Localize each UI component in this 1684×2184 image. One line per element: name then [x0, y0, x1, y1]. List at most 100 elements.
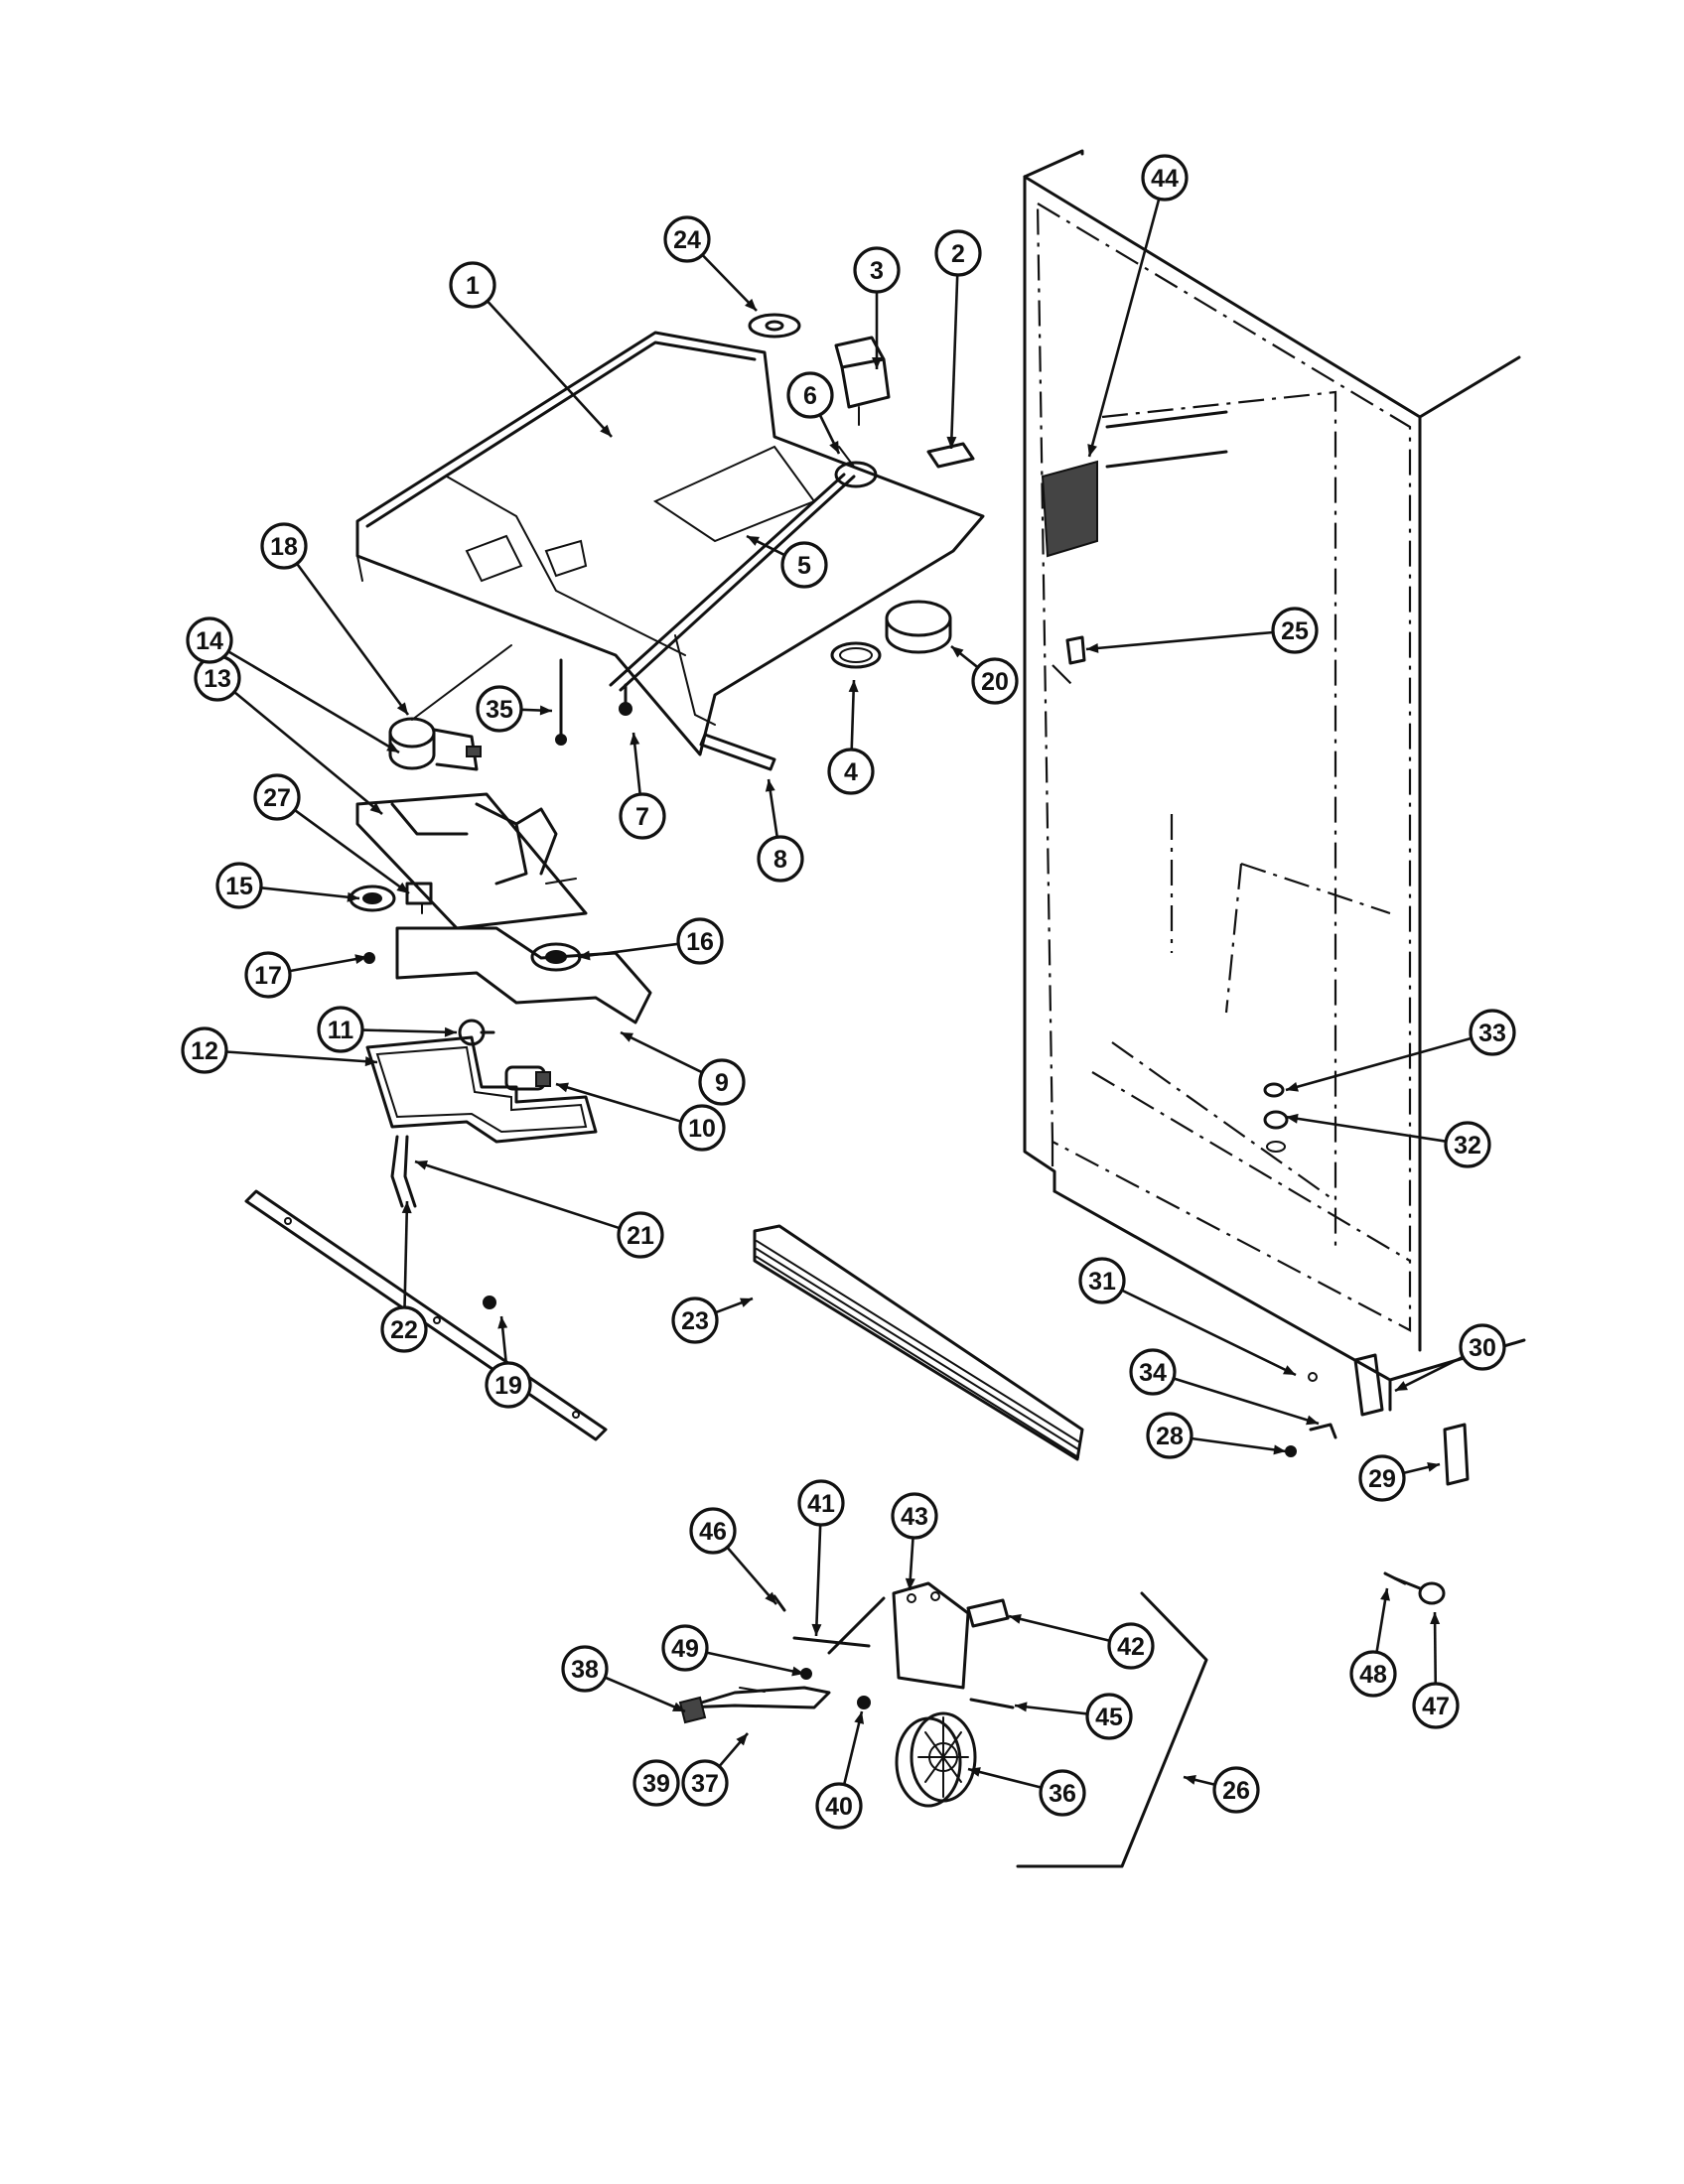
- clip-b-part: [1065, 635, 1086, 665]
- callout-20: 20: [950, 644, 1019, 705]
- callout-7: 7: [619, 732, 666, 840]
- callout-circle: [815, 1782, 863, 1830]
- callout-label: 15: [225, 873, 253, 900]
- arrowhead: [747, 536, 760, 546]
- callout-label: 16: [686, 928, 714, 956]
- leader-line: [225, 1050, 378, 1064]
- callout-label: 17: [254, 962, 282, 990]
- arrowhead: [905, 1577, 915, 1590]
- arrowhead: [621, 1032, 633, 1042]
- callout-label: 32: [1454, 1132, 1481, 1160]
- group-bracket: [1016, 1591, 1208, 1868]
- callout-1: 1: [449, 261, 613, 438]
- callout-circle: [1078, 1257, 1126, 1304]
- callout-label: 44: [1151, 165, 1179, 193]
- leader-line: [577, 942, 679, 959]
- arrowhead: [1395, 1381, 1408, 1391]
- callout-circle: [1349, 1650, 1397, 1698]
- callout-49: 49: [661, 1624, 805, 1677]
- callout-label: 31: [1088, 1268, 1116, 1296]
- callout-label: 25: [1281, 617, 1309, 645]
- callout-label: 33: [1478, 1020, 1506, 1047]
- leader-line: [403, 1200, 409, 1308]
- arrowhead: [1286, 1113, 1299, 1124]
- leader-line: [1087, 198, 1161, 458]
- arrowhead: [1087, 444, 1097, 457]
- callout-label: 14: [196, 627, 223, 655]
- callout-label: 29: [1368, 1465, 1396, 1493]
- callout-16: 16: [577, 917, 724, 965]
- arrowhead: [1427, 1461, 1440, 1472]
- callout-label: 19: [494, 1372, 522, 1400]
- callout-label: 5: [797, 552, 811, 580]
- callout-label: 11: [328, 1017, 354, 1044]
- leader-line: [1394, 1355, 1464, 1393]
- callout-30: 30: [1394, 1323, 1506, 1393]
- callout-circle: [827, 748, 875, 795]
- callout-label: 3: [870, 257, 884, 285]
- arrowhead: [369, 802, 382, 814]
- callout-circle: [971, 657, 1019, 705]
- bolt-part: [1383, 1571, 1446, 1605]
- callout-label: 18: [270, 533, 298, 561]
- callout-label: 2: [951, 240, 965, 268]
- arrowhead: [396, 702, 408, 715]
- leader-line: [414, 1160, 621, 1230]
- callout-circle: [260, 522, 308, 570]
- callout-label: 7: [635, 803, 649, 831]
- arrowhead: [791, 1666, 804, 1677]
- callout-circle: [853, 246, 901, 294]
- frame-part: [365, 1035, 598, 1144]
- callout-15: 15: [215, 862, 360, 909]
- callout-label: 40: [825, 1793, 853, 1821]
- label-part: [1041, 460, 1098, 558]
- arrowhead: [672, 1702, 685, 1711]
- callout-label: 45: [1095, 1704, 1123, 1731]
- callout-circle: [1141, 154, 1189, 202]
- callout-4: 4: [827, 679, 875, 795]
- arrowhead: [364, 1056, 377, 1067]
- callout-circle: [1412, 1682, 1460, 1729]
- arrowhead: [765, 779, 775, 792]
- strip-part: [699, 733, 776, 771]
- grille-part: [753, 1224, 1084, 1461]
- leader-line: [814, 1524, 822, 1637]
- leader-line: [1191, 1436, 1287, 1453]
- leader-line: [1085, 630, 1274, 651]
- callout-25: 25: [1085, 607, 1319, 654]
- callout-44: 44: [1087, 154, 1189, 458]
- callout-47: 47: [1412, 1611, 1460, 1729]
- callout-48: 48: [1349, 1587, 1397, 1698]
- cap-part: [885, 600, 952, 654]
- arrowhead: [396, 882, 409, 893]
- leader-line: [967, 1767, 1042, 1789]
- callout-label: 22: [390, 1316, 418, 1344]
- socket-part: [504, 1065, 551, 1091]
- callout-label: 35: [486, 696, 513, 724]
- callout-42: 42: [1008, 1613, 1155, 1670]
- callout-label: 39: [642, 1770, 670, 1798]
- nut-part: [1263, 1082, 1289, 1153]
- callout-23: 23: [671, 1297, 754, 1344]
- callout-37: 37: [681, 1732, 749, 1807]
- callout-circle: [661, 1624, 709, 1672]
- callout-circle: [698, 1058, 746, 1106]
- callout-33: 33: [1285, 1009, 1516, 1092]
- callout-label: 42: [1117, 1633, 1145, 1661]
- callout-13: 13: [194, 654, 383, 816]
- callout-22: 22: [380, 1200, 428, 1353]
- leader-line: [295, 562, 410, 716]
- callout-circle: [619, 792, 666, 840]
- callout-label: 12: [191, 1037, 218, 1065]
- callout-label: 27: [263, 784, 291, 812]
- long-screw-part: [555, 658, 567, 746]
- ring-part: [830, 641, 882, 669]
- callout-circle: [1107, 1622, 1155, 1670]
- leader-line: [361, 1028, 458, 1034]
- callout-6: 6: [786, 371, 841, 455]
- arrowhead: [386, 742, 399, 752]
- callout-label: 47: [1422, 1693, 1450, 1720]
- arrowhead: [736, 1733, 748, 1746]
- leader-line: [227, 650, 400, 754]
